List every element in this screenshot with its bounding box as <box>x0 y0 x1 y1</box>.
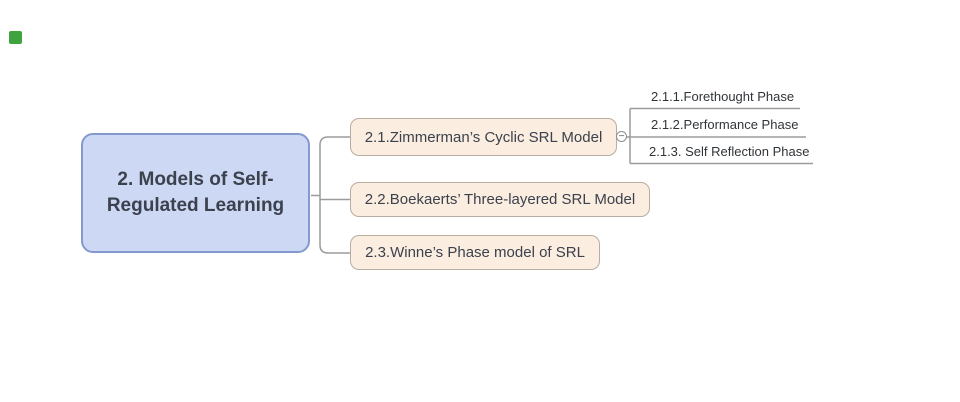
branch-trunk-line <box>319 136 350 254</box>
green-square-marker[interactable] <box>9 31 22 44</box>
root-node[interactable]: 2. Models of Self-Regulated Learning <box>81 133 310 253</box>
child-node-zimmerman[interactable]: 2.1.Zimmerman’s Cyclic SRL Model <box>350 118 617 156</box>
minus-icon: − <box>618 131 625 142</box>
child-node-winne[interactable]: 2.3.Winne’s Phase model of SRL <box>350 235 600 270</box>
child-node-boekaerts[interactable]: 2.2.Boekaerts’ Three-layered SRL Model <box>350 182 650 217</box>
subitem-performance-phase[interactable]: 2.1.2.Performance Phase <box>651 117 799 132</box>
collapse-toggle-button[interactable]: − <box>616 131 627 142</box>
subitem-self-reflection-phase[interactable]: 2.1.3. Self Reflection Phase <box>649 144 810 159</box>
subitem-forethought-phase[interactable]: 2.1.1.Forethought Phase <box>651 89 795 104</box>
